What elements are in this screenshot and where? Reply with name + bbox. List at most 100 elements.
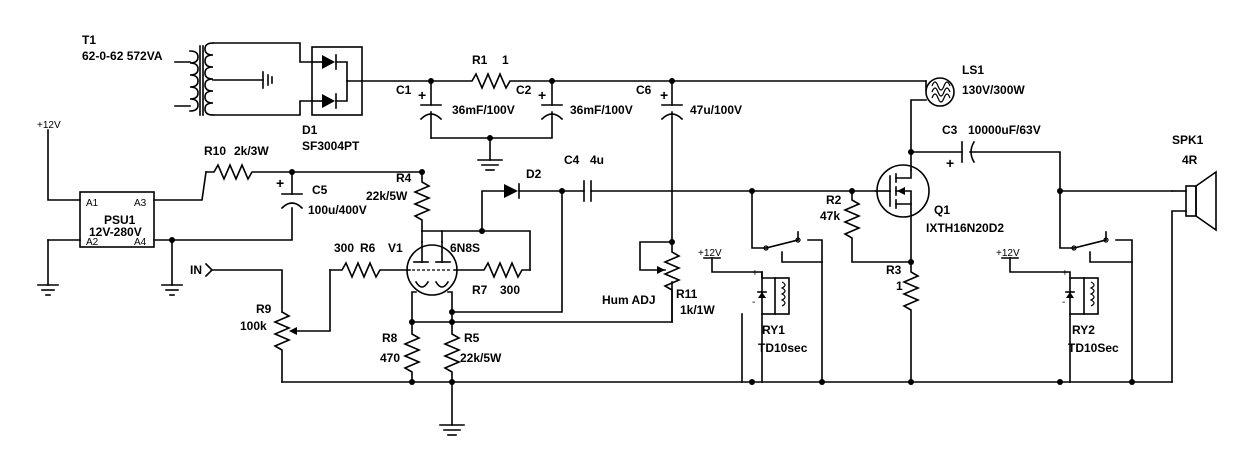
c2-ref: C2 xyxy=(516,83,532,97)
c5-ref: C5 xyxy=(312,183,328,197)
junction xyxy=(409,379,415,385)
r3-ref: R3 xyxy=(886,263,902,277)
ry1-plus: + xyxy=(752,268,758,279)
ls1-ref: LS1 xyxy=(962,63,984,77)
capacitor-c2 xyxy=(430,80,564,171)
potentiometer-r9 xyxy=(272,269,331,383)
ls1-value: 130V/300W xyxy=(962,83,1025,97)
capacitor-c4 xyxy=(583,180,853,202)
junction xyxy=(669,239,675,245)
d2-ref: D2 xyxy=(526,167,542,181)
c6-ref: C6 xyxy=(636,83,652,97)
r6-value-label: 300 xyxy=(334,241,354,255)
junction xyxy=(449,309,455,315)
psu-pin-a2: A2 xyxy=(86,237,99,248)
ry1-value: TD10sec xyxy=(758,341,808,355)
r7-value: 300 xyxy=(500,283,520,297)
resistor-r4 xyxy=(412,171,432,232)
psu-value: 12V-280V xyxy=(89,225,142,239)
q1-value: IXTH16N20D2 xyxy=(926,221,1004,235)
r11-name: Hum ADJ xyxy=(602,293,656,307)
r6-ref: R6 xyxy=(360,241,376,255)
ry2-ref: RY2 xyxy=(1072,323,1095,337)
ry1-supply: +12V xyxy=(698,248,722,259)
v1-label: V1 xyxy=(388,241,403,255)
c2-plus: + xyxy=(538,87,546,103)
v1-value: 6N8S xyxy=(450,241,480,255)
psu1-module xyxy=(37,129,293,296)
rectifier-d1 xyxy=(311,46,432,116)
junction xyxy=(169,237,175,243)
r10-value: 2k/3W xyxy=(234,144,269,158)
r3-value: 1 xyxy=(896,279,903,293)
resistor-r8 xyxy=(402,321,422,383)
psu-pin-a3: A3 xyxy=(134,198,147,209)
diode-d2 xyxy=(504,183,585,199)
r7-ref: R7 xyxy=(472,283,488,297)
junction xyxy=(1129,379,1135,385)
c3-ref: C3 xyxy=(942,123,958,137)
ry2-supply: +12V xyxy=(996,248,1020,259)
resistor-r2 xyxy=(842,190,912,263)
ry2-value: TD10Sec xyxy=(1068,341,1119,355)
c2-value: 36mF/100V xyxy=(570,103,633,117)
d1-ref: D1 xyxy=(302,123,318,137)
c1-value: 36mF/100V xyxy=(452,103,515,117)
r11-ref: R11 xyxy=(676,287,698,301)
psu-pin-a1: A1 xyxy=(86,198,99,209)
r8-value: 470 xyxy=(380,351,400,365)
r10-ref: R10 xyxy=(204,144,226,158)
r2-value: 47k xyxy=(820,209,840,223)
c4-ref: C4 xyxy=(564,153,580,167)
resistor-r6 xyxy=(329,260,411,280)
q1-ref: Q1 xyxy=(934,203,950,217)
ry1-ref: RY1 xyxy=(762,323,785,337)
ry2-minus: - xyxy=(1062,297,1065,308)
psu-ref: PSU1 xyxy=(104,213,136,227)
r9-value: 100k xyxy=(240,319,267,333)
c1-plus: + xyxy=(418,87,426,103)
junction xyxy=(479,228,485,234)
r5-value: 22k/5W xyxy=(460,351,502,365)
c5-plus: + xyxy=(276,175,284,191)
c6-value: 47u/100V xyxy=(690,103,742,117)
ry1-minus: - xyxy=(752,297,755,308)
junction xyxy=(819,379,825,385)
spk1-ref: SPK1 xyxy=(1172,133,1204,147)
c6-plus: + xyxy=(660,87,668,103)
c3-plus: + xyxy=(946,155,954,171)
r11-value: 1k/1W xyxy=(680,303,715,317)
psu-pin-a4: A4 xyxy=(134,237,147,248)
capacitor-c5 xyxy=(280,171,304,210)
relay-ry1 xyxy=(703,190,823,383)
r9-ref: R9 xyxy=(256,302,272,316)
potentiometer-r11 xyxy=(639,241,682,323)
r2-ref: R2 xyxy=(826,193,842,207)
r4-value: 22k/5W xyxy=(366,189,408,203)
capacitor-c6 xyxy=(660,80,684,243)
input-jack xyxy=(204,262,283,313)
mosfet-q1 xyxy=(875,164,930,263)
capacitor-c1 xyxy=(419,80,443,139)
c3-value: 10000uF/63V xyxy=(968,123,1041,137)
r1-value: 1 xyxy=(502,53,509,67)
junction xyxy=(908,379,914,385)
lamp-ls1 xyxy=(910,77,955,171)
t1-value: 62-0-62 572VA xyxy=(82,49,163,63)
resistor-r3 xyxy=(901,261,921,383)
r1-ref: R1 xyxy=(472,53,488,67)
r8-ref: R8 xyxy=(382,331,398,345)
r5-ref: R5 xyxy=(464,331,480,345)
spk1-value: 4R xyxy=(1182,153,1198,167)
junction xyxy=(1057,379,1063,385)
in-label: IN xyxy=(190,263,202,277)
junction xyxy=(487,135,493,141)
c1-ref: C1 xyxy=(396,83,412,97)
junction xyxy=(749,379,755,385)
t1-ref: T1 xyxy=(82,33,96,47)
d1-value: SF3004PT xyxy=(302,139,360,153)
capacitor-c3 xyxy=(910,140,1173,192)
resistor-r7 xyxy=(453,260,531,280)
resistor-r5 xyxy=(442,321,462,383)
